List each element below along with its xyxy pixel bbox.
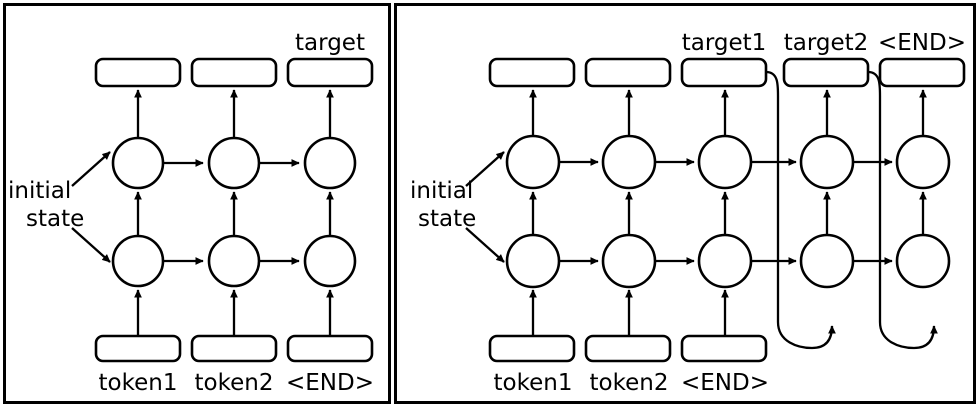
cell-top-1[interactable] (207, 136, 261, 190)
cell-top-2[interactable] (697, 134, 753, 190)
left-panel: target (3, 3, 391, 404)
initial-state-label-line1: initial (410, 178, 473, 204)
left-interlayer-arrows (134, 191, 334, 236)
cell-bottom-1[interactable] (601, 233, 657, 289)
cell-top-0[interactable] (111, 136, 165, 190)
output-label-target2: target2 (784, 30, 869, 56)
cell-top-4[interactable] (895, 134, 951, 190)
output-label-target: target (295, 30, 365, 56)
arrow-initial-bottom (71, 227, 111, 263)
feedback-loop-1 (867, 70, 938, 350)
input-label-0: token1 (494, 370, 573, 396)
output-box-3[interactable] (782, 57, 870, 88)
output-box-1[interactable] (584, 57, 672, 88)
left-top-layer-cells (111, 136, 357, 190)
left-output-boxes (94, 57, 374, 88)
right-interlayer-arrows (529, 191, 927, 236)
cell-top-0[interactable] (505, 134, 561, 190)
right-top-to-output-arrows (529, 89, 927, 137)
right-panel: target1 target2 <END> (394, 3, 976, 404)
input-box-0[interactable] (94, 334, 182, 363)
initial-state-label-line2: state (26, 206, 84, 232)
output-label-target1: target1 (682, 30, 767, 56)
arrow-initial-bottom (465, 227, 505, 263)
left-panel-border (3, 3, 391, 404)
input-label-1: token2 (195, 370, 274, 396)
left-input-boxes (94, 334, 374, 363)
cell-top-3[interactable] (799, 134, 855, 190)
output-label-end: <END> (878, 30, 966, 56)
output-box-2[interactable] (286, 57, 374, 88)
input-box-1[interactable] (190, 334, 278, 363)
input-box-2[interactable] (680, 334, 768, 363)
input-box-0[interactable] (488, 334, 576, 363)
left-top-to-output-arrows (134, 89, 334, 138)
right-top-layer-cells (505, 134, 951, 190)
input-label-1: token2 (590, 370, 669, 396)
right-initial-state-arrows (465, 151, 505, 263)
input-box-1[interactable] (584, 334, 672, 363)
right-input-arrows (529, 289, 729, 336)
input-label-2: <END> (286, 370, 374, 396)
input-box-2[interactable] (286, 334, 374, 363)
left-bottom-layer-cells (111, 234, 357, 288)
cell-top-2[interactable] (303, 136, 357, 190)
input-label-2: <END> (681, 370, 769, 396)
cell-bottom-1[interactable] (207, 234, 261, 288)
cell-bottom-2[interactable] (697, 233, 753, 289)
arrow-initial-top (71, 151, 111, 187)
cell-bottom-2[interactable] (303, 234, 357, 288)
right-output-boxes (488, 57, 966, 88)
output-box-0[interactable] (94, 57, 182, 88)
right-input-boxes (488, 334, 768, 363)
feedback-loop-0 (765, 70, 836, 350)
cell-top-1[interactable] (601, 134, 657, 190)
cell-bottom-4[interactable] (895, 233, 951, 289)
output-box-0[interactable] (488, 57, 576, 88)
initial-state-label-line1: initial (8, 178, 71, 204)
right-panel-border (394, 3, 976, 404)
left-input-arrows (134, 289, 334, 336)
right-feedback-loops (765, 70, 938, 350)
cell-bottom-3[interactable] (799, 233, 855, 289)
output-box-1[interactable] (190, 57, 278, 88)
cell-bottom-0[interactable] (505, 233, 561, 289)
arrow-initial-top (465, 151, 505, 187)
left-initial-state-arrows (71, 151, 111, 263)
input-label-0: token1 (99, 370, 178, 396)
output-box-2[interactable] (680, 57, 768, 88)
cell-bottom-0[interactable] (111, 234, 165, 288)
output-box-4[interactable] (878, 57, 966, 88)
